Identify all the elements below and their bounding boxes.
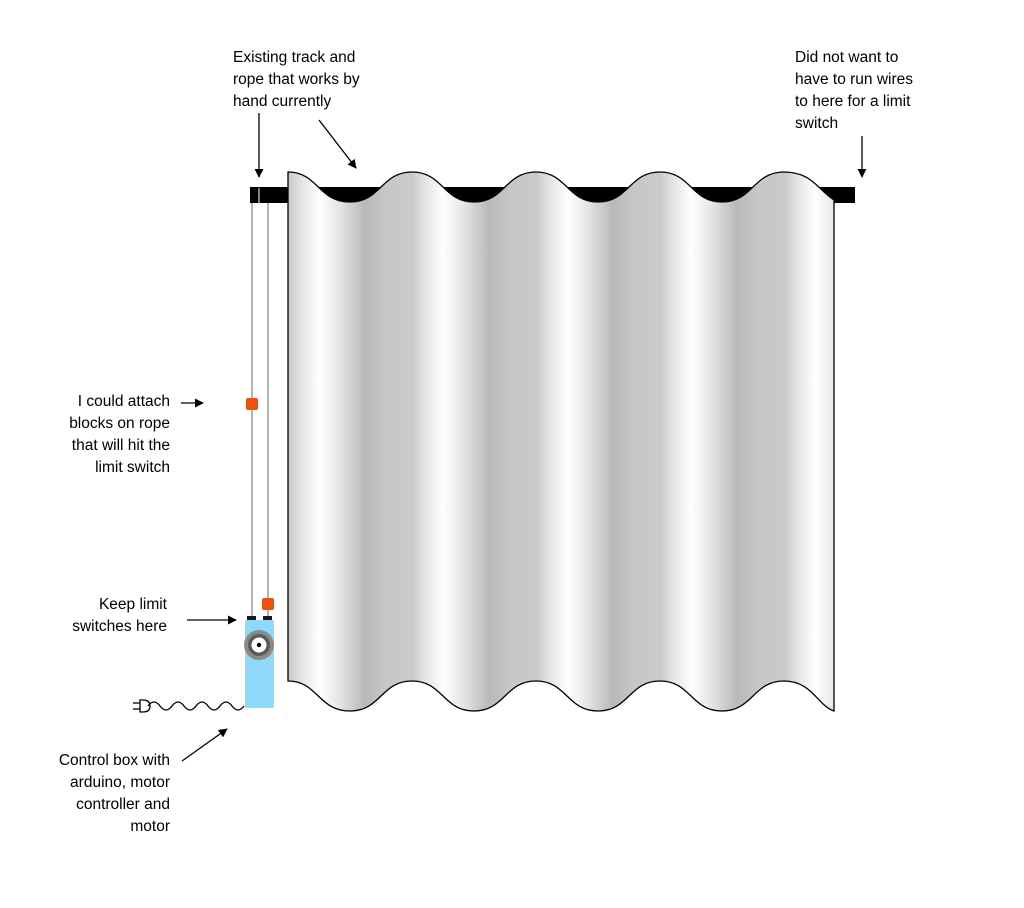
annotation-control-box: Control box with arduino, motor controll… — [58, 752, 170, 835]
annotation-keep-switches: Keep limit switches here — [72, 596, 167, 635]
limit-switch-right — [263, 616, 272, 621]
arrow-control-box — [181, 728, 228, 762]
curtain — [287, 171, 835, 712]
annotation-existing-track: Existing track and rope that works by ha… — [233, 49, 360, 110]
power-cord — [147, 701, 245, 711]
annotation-no-wires: Did not want to have to run wires to her… — [795, 49, 914, 132]
arrow-track-curtain — [318, 119, 357, 169]
limit-switch-left — [247, 616, 256, 621]
rope-block-lower — [262, 598, 274, 610]
power-plug-icon — [133, 699, 151, 713]
annotation-rope-blocks: I could attach blocks on rope that will … — [69, 393, 170, 476]
rope-block-upper — [246, 398, 258, 410]
motor-pulley-icon — [244, 630, 274, 660]
